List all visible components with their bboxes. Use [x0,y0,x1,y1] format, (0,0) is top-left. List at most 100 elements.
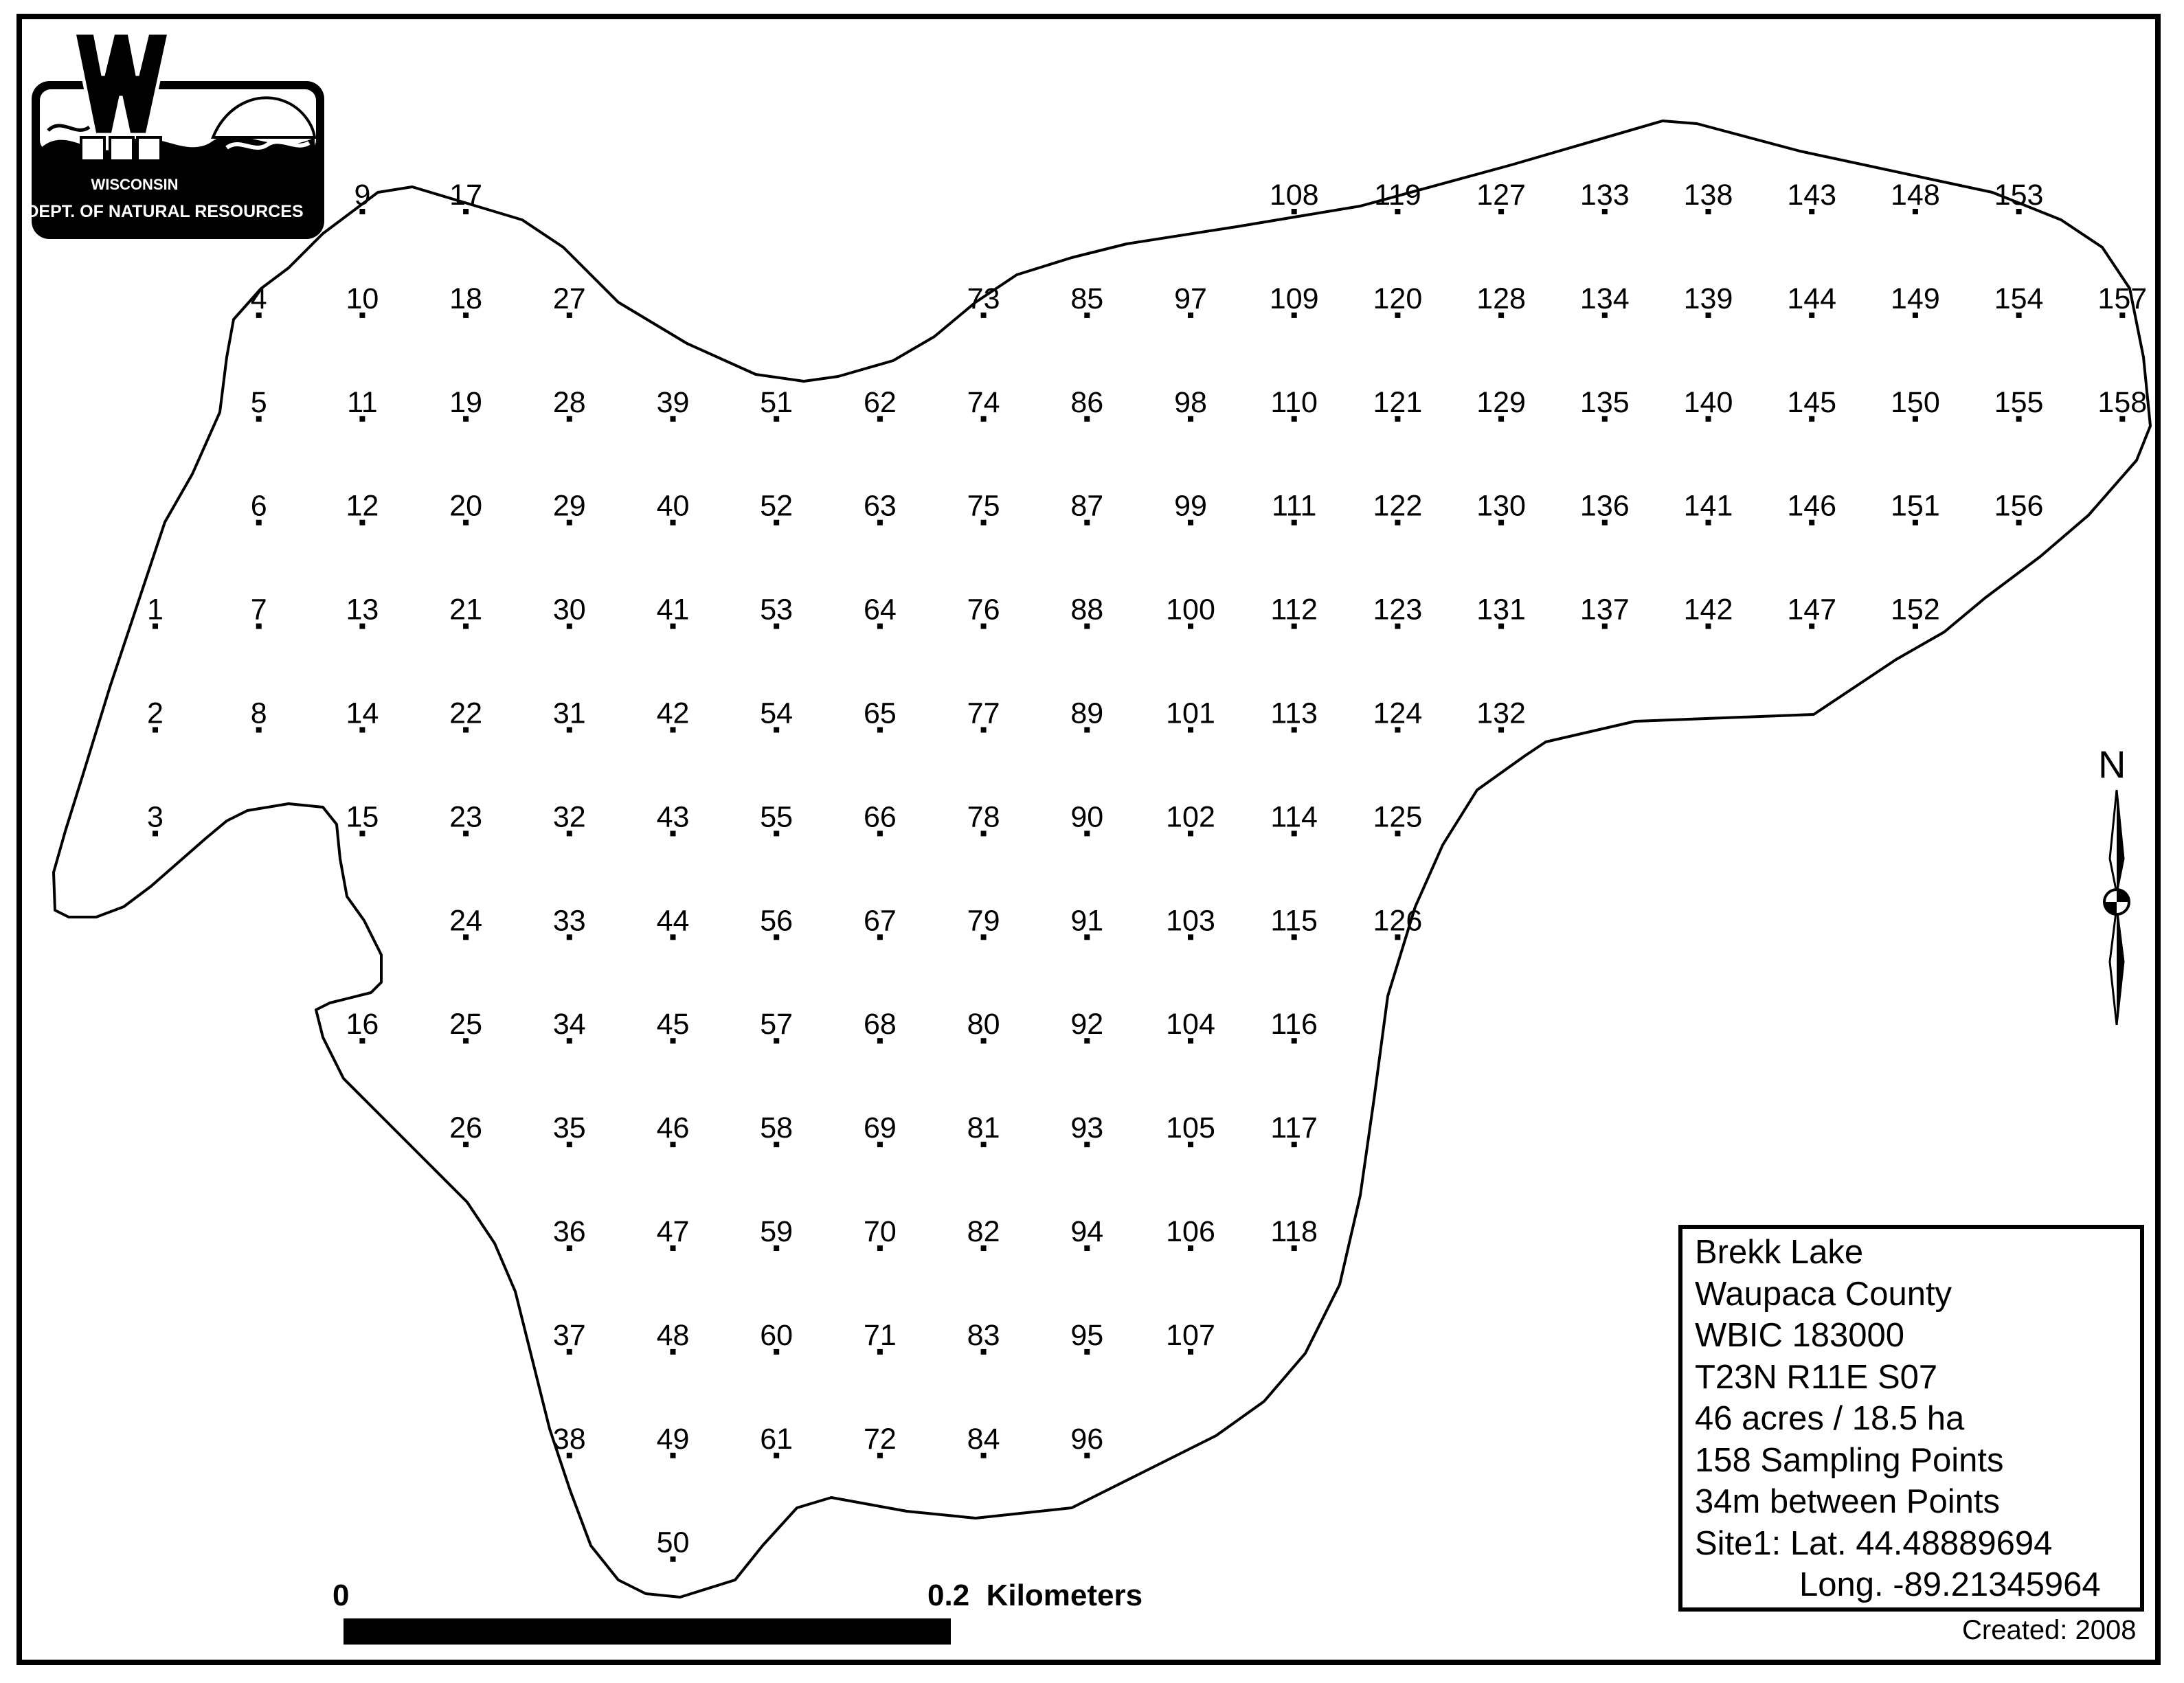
sampling-point-dot [877,519,883,526]
sampling-point-label: 26 [449,1111,482,1144]
sampling-point: 61 [760,1423,793,1458]
sampling-point-dot [1395,209,1401,214]
sampling-point-label: 69 [864,1111,897,1144]
sampling-point: 41 [657,594,689,629]
sampling-point-label: 25 [449,1008,482,1041]
sampling-point: 154 [1994,282,2043,318]
sampling-point-label: 20 [449,490,482,523]
sampling-point: 78 [967,800,1000,837]
sampling-point: 152 [1891,594,1940,629]
sampling-point-dot [1912,416,1918,422]
sampling-point-dot [463,1142,469,1148]
sampling-point-label: 146 [1787,490,1836,523]
sampling-point-dot [1395,519,1401,526]
sampling-point-label: 38 [553,1423,586,1456]
sampling-point-dot [774,1142,780,1148]
sampling-point-dot [566,1038,572,1044]
sampling-point-label: 56 [760,904,793,937]
sampling-point: 116 [1270,1008,1318,1044]
sampling-point-label: 134 [1580,282,1630,315]
sampling-point-label: 79 [967,904,1000,937]
sampling-point: 139 [1684,282,1733,318]
sampling-point-label: 152 [1891,594,1940,626]
sampling-point-label: 141 [1684,490,1733,523]
sampling-point: 69 [864,1111,897,1148]
sampling-point: 44 [657,904,689,940]
sampling-point-dot [774,1245,780,1251]
sampling-point-label: 107 [1166,1319,1215,1352]
sampling-point: 20 [449,490,482,526]
sampling-point-label: 57 [760,1008,793,1041]
sampling-point-dot [359,209,365,214]
sampling-point-label: 12 [346,490,379,523]
info-area: 46 acres / 18.5 ha [1695,1400,1965,1437]
sampling-point: 153 [1994,179,2044,214]
sampling-point-label: 80 [967,1008,1000,1041]
sampling-point: 98 [1174,386,1207,422]
scale-unit: Kilometers [986,1579,1143,1612]
sampling-point-label: 46 [657,1111,690,1144]
sampling-point-label: 151 [1891,490,1940,523]
sampling-point: 151 [1891,490,1940,526]
sampling-point-dot [566,623,572,629]
sampling-point-label: 84 [967,1423,1000,1456]
sampling-point-dot [1912,312,1918,318]
sampling-point: 104 [1166,1008,1215,1044]
sampling-point-label: 117 [1270,1111,1318,1144]
sampling-point-dot [566,1348,572,1355]
sampling-point: 3 [147,800,164,837]
sampling-point-label: 30 [553,594,586,626]
sampling-point: 35 [553,1111,586,1148]
sampling-point: 26 [449,1111,482,1148]
sampling-point-label: 113 [1270,697,1318,730]
sampling-point: 29 [553,490,586,526]
sampling-point-label: 153 [1994,179,2044,212]
sampling-point: 31 [553,697,586,733]
sampling-point-dot [2119,416,2126,422]
sampling-point-dot [256,623,262,629]
sampling-point-dot [980,416,987,422]
sampling-point-label: 33 [553,904,586,937]
sampling-point-dot [670,1556,676,1562]
sampling-point-label: 27 [553,282,586,315]
sampling-point-dot [1291,312,1297,318]
sampling-point: 45 [657,1008,689,1044]
sampling-point-label: 105 [1166,1111,1215,1144]
sampling-point: 86 [1070,386,1103,422]
sampling-point: 148 [1891,179,1940,214]
sampling-point: 4 [251,282,267,318]
sampling-point-label: 14 [346,697,379,730]
info-county: Waupaca County [1695,1275,1952,1313]
sampling-point-label: 155 [1994,386,2044,419]
sampling-point: 53 [760,594,793,629]
sampling-point-label: 139 [1684,282,1733,315]
sampling-point: 62 [864,386,897,422]
sampling-point: 89 [1070,697,1103,733]
sampling-point-label: 143 [1787,179,1836,212]
sampling-point-dot [463,1038,469,1044]
sampling-point: 10 [346,282,379,318]
sampling-point: 100 [1166,594,1215,629]
sampling-point: 2 [147,697,164,733]
sampling-point: 76 [967,594,1000,629]
sampling-point-label: 157 [2097,282,2147,315]
sampling-point: 43 [657,800,689,837]
sampling-point-label: 59 [760,1215,793,1248]
sampling-point-label: 137 [1580,594,1630,626]
sampling-point-label: 52 [760,490,793,523]
info-township: T23N R11E S07 [1695,1358,1938,1396]
sampling-point-dot [1395,934,1401,940]
sampling-point-dot [359,416,365,422]
sampling-point: 128 [1476,282,1526,318]
sampling-point: 107 [1166,1319,1215,1355]
sampling-point-label: 53 [760,594,793,626]
sampling-point: 19 [449,386,482,422]
sampling-point-dot [1498,623,1505,629]
info-spacing: 34m between Points [1695,1483,2000,1520]
sampling-point-dot [1809,416,1815,422]
info-wbic: WBIC 183000 [1695,1317,1905,1354]
sampling-point-label: 11 [347,386,378,419]
sampling-point: 40 [657,490,689,526]
sampling-point-dot [1084,1245,1090,1251]
sampling-point-label: 82 [967,1215,1000,1248]
